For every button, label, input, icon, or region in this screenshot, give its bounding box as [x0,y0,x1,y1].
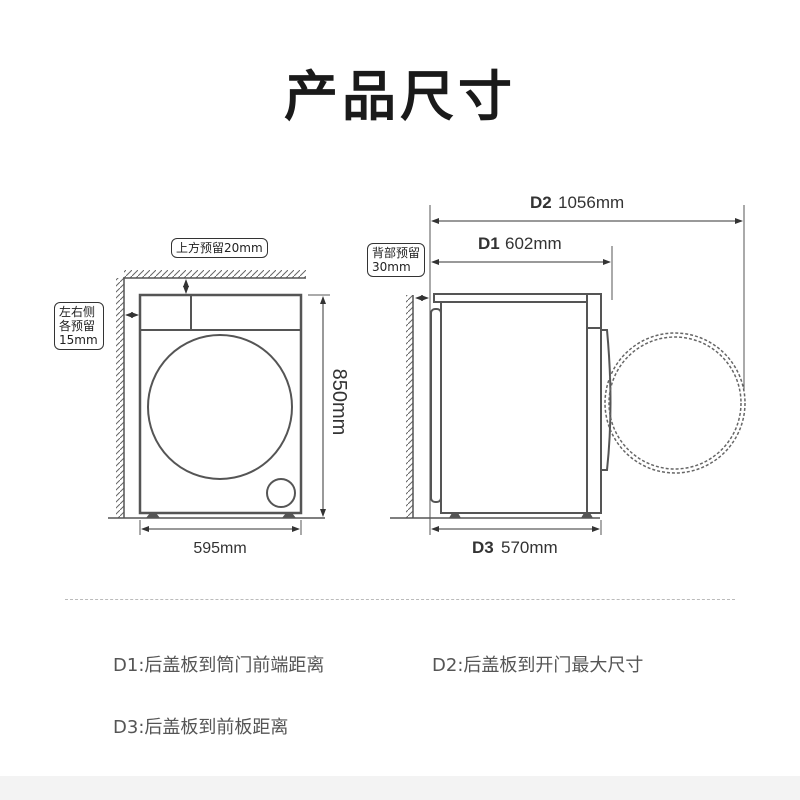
side-clearance-line1: 左右侧 [59,305,96,319]
back-cover [430,308,442,503]
legend-d1: D1:后盖板到筒门前端距离 [113,655,325,676]
back-wall-hatch [406,295,413,518]
side-clearance-line2: 各预留 [59,319,96,333]
footer-band [0,776,800,800]
top-clearance-text: 上方预留20mm [176,241,263,255]
d1-value: 602mm [505,234,562,253]
width-label: 595mm [193,540,246,557]
door-circle [147,334,293,480]
d2-value: 1056mm [558,193,624,212]
side-clearance-line3: 15mm [59,333,98,347]
dashed-divider [65,599,735,600]
side-view: D2 1056mm D1 602mm D3 570mm [390,193,746,557]
legend-d3: D3:后盖板到前板距离 [113,717,289,738]
back-clearance-line2: 30mm [372,260,411,274]
top-clearance-callout: 上方预留20mm [171,238,268,258]
washer-side-body [440,301,588,514]
d2-key: D2 [530,193,552,212]
washer-front-body [138,293,303,515]
d1-key: D1 [478,234,500,253]
height-label: 850mm [328,369,350,436]
dimension-diagram: 595mm 850mm D2 1056mm D1 [108,193,746,557]
filter-cap [266,478,296,508]
front-view: 595mm 850mm [108,270,350,557]
left-wall-hatch [116,278,124,518]
back-clearance-line1: 背部预留 [372,246,421,260]
d3-value: 570mm [501,538,558,557]
side-clearance-callout: 左右侧 各预留 15mm [54,302,104,350]
back-clearance-callout: 背部预留 30mm [367,243,426,277]
top-wall-hatch [124,270,306,278]
legend-d2: D2:后盖板到开门最大尺寸 [432,655,644,676]
page-title: 产品尺寸 [284,65,516,128]
open-door-outline [604,332,746,474]
d3-key: D3 [472,538,494,557]
